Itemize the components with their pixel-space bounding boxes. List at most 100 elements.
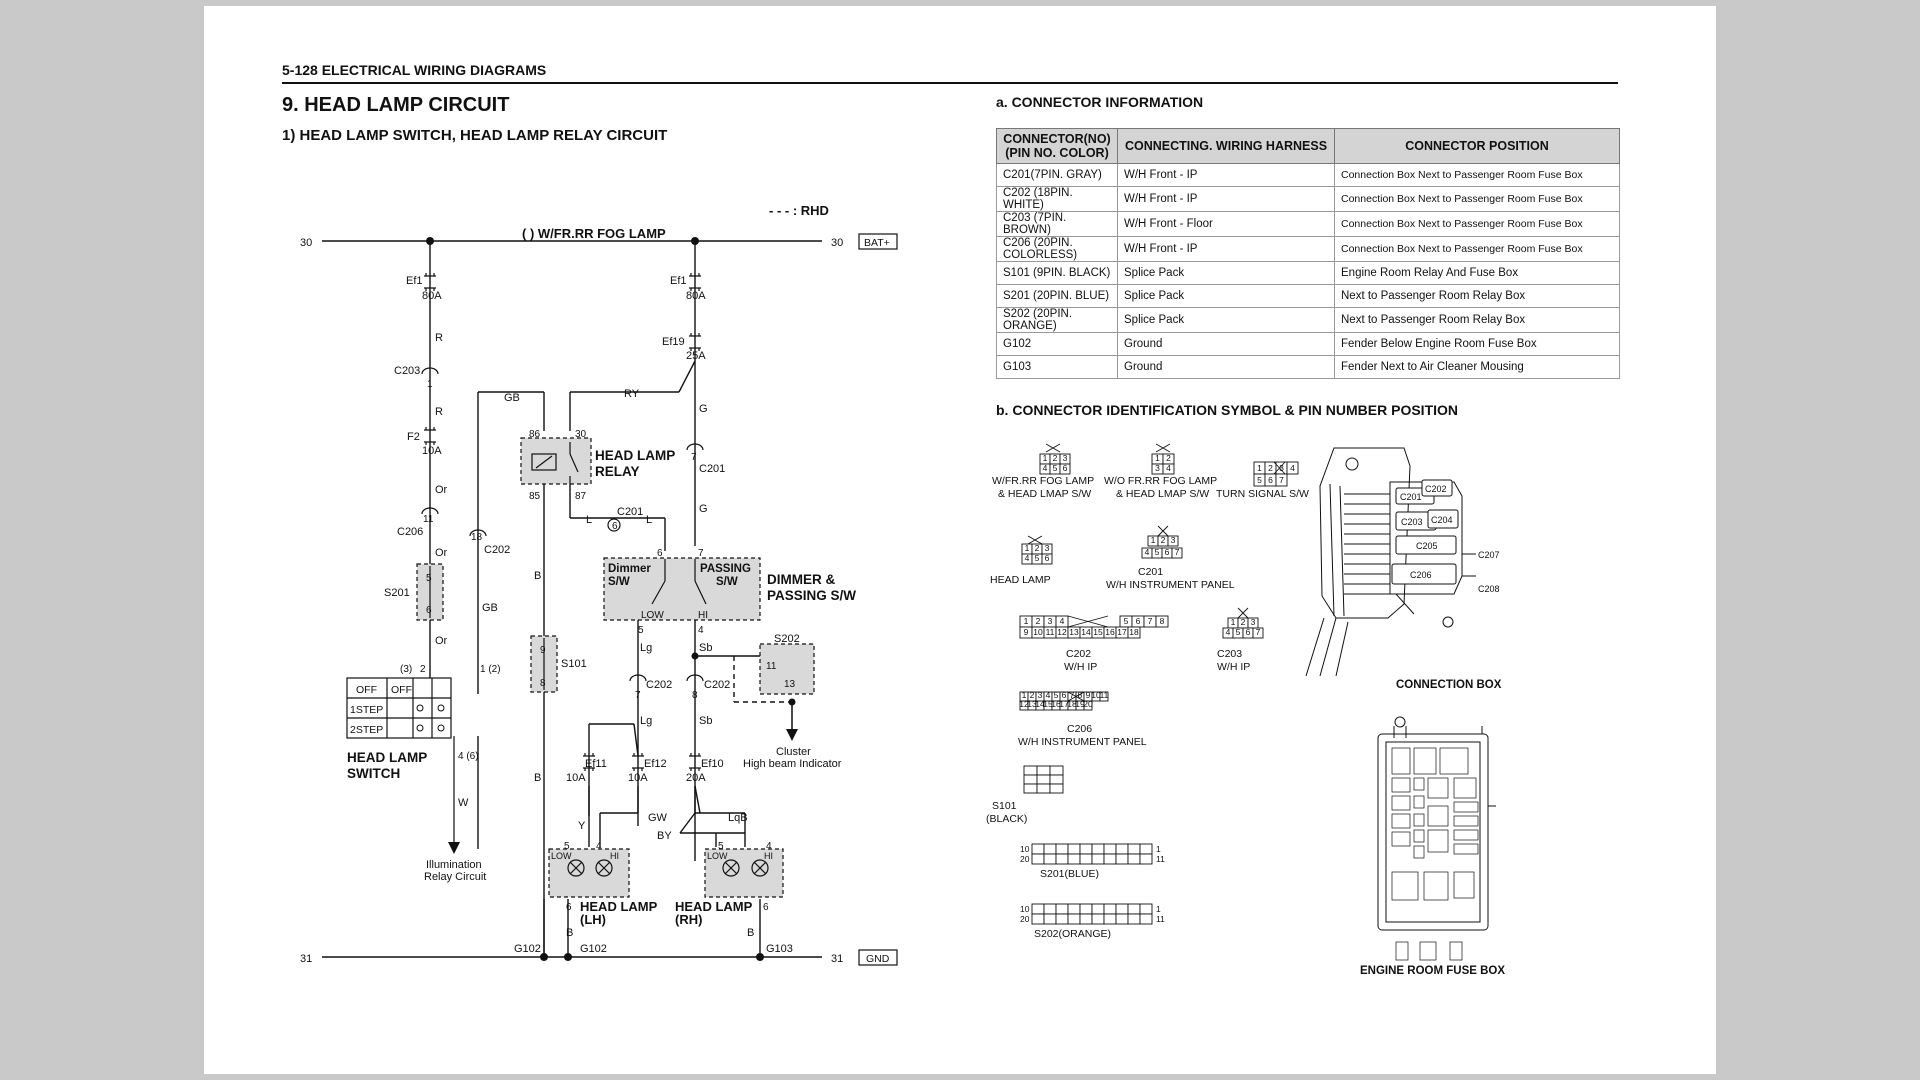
sw-pin5: 5 [638,625,644,636]
c202-conn-label2: W/H IP [1064,661,1097,673]
fuse-ef1-right [689,273,701,291]
s202-edge-pin: 1 [1156,904,1161,914]
cbox-c201: C201 [1400,492,1422,502]
cell-connector: C202 (18PIN. WHITE) [996,186,1118,212]
pin-cell [1103,913,1117,925]
ef19-amp: 25A [686,350,706,362]
pin-cell [1079,843,1093,855]
pin-number: 6 [1062,690,1067,700]
switch-pin3: (3) [400,664,412,675]
relay-pin86: 86 [529,429,541,440]
wire-l2: L [646,514,652,526]
ef1-right-amp: 80A [686,290,706,302]
s202-conn-label: S202(ORANGE) [1034,928,1111,940]
passing-sw-label: PASSING [700,563,751,575]
cell-position: Connection Box Next to Passenger Room Fu… [1334,163,1620,187]
passing-sw-label2: S/W [716,576,738,588]
wire-lg1: Lg [640,642,652,654]
fuse-ef10 [689,753,701,771]
pin-number: 11 [1100,690,1109,700]
switch-1step: 1STEP [350,704,383,716]
dimmer-passing-label1: DIMMER & [767,572,835,587]
erfb-body [1377,733,1489,931]
pin-cell [1041,553,1053,565]
pin-cell [1055,843,1069,855]
pin-cell [1091,843,1105,855]
pin-cell [1031,843,1045,855]
wire-w: W [458,797,469,809]
rh-label1: HEAD LAMP [675,899,753,914]
pin-cell [1091,853,1105,865]
pin-number: 6 [1165,547,1170,557]
f2-label: F2 [407,431,420,443]
pin-number: 12 [1057,627,1067,637]
s201-pin-b: 6 [426,605,432,616]
wire-r2: R [435,406,443,418]
c203-label: C203 [394,365,420,377]
pin-number: 7 [1175,547,1180,557]
col-position: CONNECTOR POSITION [1334,128,1620,164]
s201-pin-a: 5 [426,573,432,584]
s202-edge-pin: 20 [1020,914,1030,924]
connector-info-table: CONNECTOR(NO)(PIN NO. COLOR) CONNECTING.… [996,128,1620,379]
s202-edge-pin: 10 [1020,904,1030,914]
fuse-ef12 [632,753,644,771]
pin-number: 4 [1025,553,1030,563]
sw-pin7: 7 [698,548,704,559]
lh-pin6: 6 [566,902,572,913]
c203-conn-label1: C203 [1217,648,1242,660]
f2-amp: 10A [422,445,442,457]
cell-connector: C203 (7PIN. BROWN) [996,211,1118,237]
pin-cell [1139,913,1153,925]
lh-hi: HI [610,851,619,861]
pin-number: 5 [1124,616,1129,626]
pin-cell [1091,903,1105,915]
pin-number: 1 [1025,543,1030,553]
s202-connector [1031,903,1153,925]
dimmer-passing-label2: PASSING S/W [767,588,856,603]
pin-number: 3 [1063,453,1068,463]
header-rule [282,82,1618,84]
splice-s202 [759,643,815,695]
g102-a: G102 [514,943,541,955]
pin-cell [1115,913,1129,925]
cbox-c205: C205 [1416,541,1438,551]
pin-number: 2 [1053,453,1058,463]
wire-y: Y [578,820,586,832]
cbox-c206: C206 [1410,570,1432,580]
relay-pin85: 85 [529,491,541,502]
fuse-ef19 [689,333,701,351]
dimmer-sw-label: Dimmer [608,563,651,575]
pin-number: 3 [1045,543,1050,553]
pin-number: 4 [1060,616,1065,626]
c201-mid-pin: 6 [612,521,618,532]
cell-harness: W/H Front - IP [1117,186,1335,212]
fuse-ef1-left [424,273,436,291]
cell-position: Engine Room Relay And Fuse Box [1334,261,1620,285]
ef12-label: Ef12 [644,758,667,770]
wire-sb2: Sb [699,715,712,727]
pin-cell [1115,853,1129,865]
cell-harness: W/H Front - Floor [1117,211,1335,237]
fog-label2: & HEAD LMAP S/W [998,488,1091,500]
bat-label: BAT+ [864,237,890,249]
cell-connector: S201 (20PIN. BLUE) [996,284,1118,308]
head-lamp-conn-label: HEAD LAMP [990,574,1051,586]
c206-conn-label1: C206 [1067,723,1092,735]
wire-gw: GW [648,812,668,824]
section-subtitle: 1) HEAD LAMP SWITCH, HEAD LAMP RELAY CIR… [282,127,668,144]
cbox-c204: C204 [1431,515,1453,525]
pin-cell [1103,853,1117,865]
pin-number: 4 [1166,463,1171,473]
pin-number: 6 [1136,616,1141,626]
pin-number: 12 [1019,699,1029,709]
s202-label: S202 [774,633,800,645]
pin-cell [1155,615,1169,628]
c201-top-label: C201 [699,463,725,475]
